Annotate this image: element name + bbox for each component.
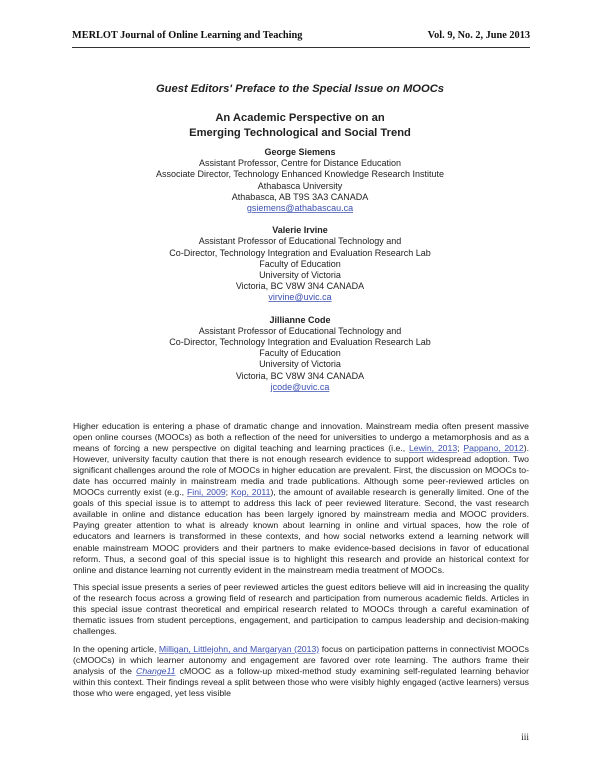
paragraph-text: cMOOC as a follow-up mixed-method study … (73, 665, 530, 699)
body-text: Higher education is entering a phase of … (73, 421, 529, 706)
citation-link-milligan[interactable]: Milligan, Littlejohn, and Margaryan (201… (158, 643, 320, 654)
citation-link-pappano[interactable]: Pappano, 2012 (463, 443, 524, 454)
citation-link-fini[interactable]: Fini, 2009 (187, 487, 226, 498)
author-block-siemens: George Siemens Assistant Professor, Cent… (0, 147, 600, 214)
title-line-2: Emerging Technological and Social Trend (189, 127, 411, 139)
author-name: Jillianne Code (269, 314, 331, 325)
author-affiliation-line: University of Victoria (259, 359, 341, 370)
author-name: George Siemens (264, 147, 336, 157)
paragraph-text: ), the amount of available research is g… (73, 487, 529, 575)
author-email-link[interactable]: jcode@uvic.ca (270, 381, 330, 392)
article-title: An Academic Perspective on an Emerging T… (0, 111, 600, 141)
running-header: MERLOT Journal of Online Learning and Te… (72, 30, 530, 41)
author-affiliation-line: Co-Director, Technology Integration and … (169, 337, 431, 348)
change11-link[interactable]: Change11 (136, 665, 176, 676)
author-affiliation-line: Victoria, BC V8W 3N4 CANADA (235, 370, 365, 381)
author-affiliation-line: Faculty of Education (259, 348, 341, 359)
title-line-1: An Academic Perspective on an (215, 112, 385, 124)
author-affiliation-line: Assistant Professor, Centre for Distance… (198, 158, 402, 169)
paragraph-1: Higher education is entering a phase of … (73, 421, 529, 576)
author-affiliation-line: Associate Director, Technology Enhanced … (155, 169, 444, 180)
author-affiliation-line: Assistant Professor of Educational Techn… (198, 236, 402, 247)
author-affiliation-line: University of Victoria (259, 270, 341, 281)
paragraph-text: ; (225, 487, 231, 498)
journal-name: MERLOT Journal of Online Learning and Te… (72, 30, 303, 41)
header-rule (72, 47, 530, 48)
paragraph-text: ). However, university faculty caution t… (73, 443, 529, 498)
author-affiliation-line: Athabasca, AB T9S 3A3 CANADA (231, 191, 369, 202)
author-block-code: Jillianne Code Assistant Professor of Ed… (0, 315, 600, 393)
paragraph-3: In the opening article, Milligan, Little… (73, 644, 529, 699)
author-email-link[interactable]: gsiemens@athabascau.ca (246, 203, 354, 214)
author-list: George Siemens Assistant Professor, Cent… (0, 147, 600, 404)
author-affiliation-line: Co-Director, Technology Integration and … (169, 247, 431, 258)
issue-info: Vol. 9, No. 2, June 2013 (427, 30, 530, 41)
citation-link-kop[interactable]: Kop, 2011 (230, 487, 271, 498)
author-affiliation-line: Athabasca University (257, 180, 343, 191)
paragraph-text: ; (457, 443, 464, 454)
author-affiliation-line: Faculty of Education (259, 258, 341, 269)
paragraph-text: Higher education is entering a phase of … (73, 421, 529, 454)
author-email-link[interactable]: virvine@uvic.ca (268, 292, 332, 303)
paragraph-text: focus on participation patterns in conne… (73, 643, 530, 676)
citation-link-lewin[interactable]: Lewin, 2013 (408, 443, 458, 454)
author-block-irvine: Valerie Irvine Assistant Professor of Ed… (0, 225, 600, 303)
preface-title: Guest Editors' Preface to the Special Is… (155, 83, 445, 95)
author-affiliation-line: Assistant Professor of Educational Techn… (198, 325, 402, 336)
paragraph-2: This special issue presents a series of … (73, 582, 529, 637)
author-affiliation-line: Victoria, BC V8W 3N4 CANADA (235, 281, 365, 292)
page-number: iii (521, 733, 529, 743)
paragraph-text: In the opening article, (73, 643, 159, 654)
author-name: Valerie Irvine (272, 225, 328, 236)
